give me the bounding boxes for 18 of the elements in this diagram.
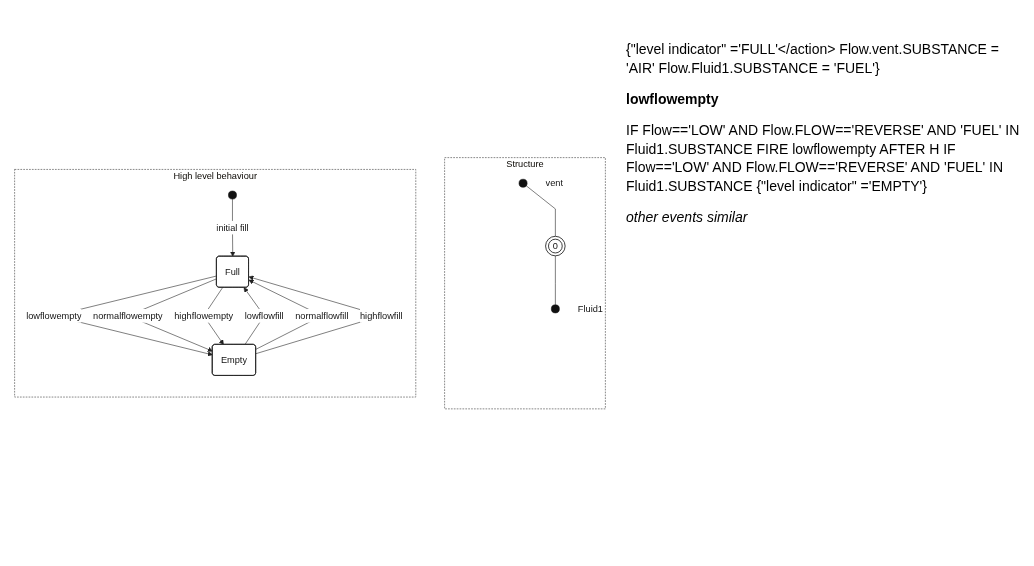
edge-label: normalflowempty: [93, 310, 163, 321]
connector: [525, 185, 556, 237]
node-label: vent: [545, 177, 563, 188]
edge-label: lowflowempty: [26, 310, 82, 321]
edge-label: highflowempty: [174, 310, 234, 321]
node-label: Fluid1: [577, 303, 603, 314]
edge-label: lowflowfill: [244, 310, 284, 321]
note-text: other events similar: [626, 208, 749, 228]
rule-heading: lowflowempty: [626, 89, 720, 109]
edge-label: initial fill: [216, 222, 249, 232]
action-text: IF Flow=='LOW' AND Flow.FLOW=='REVERSE' AND 'FUEL' IN Fluid1.SUBSTANCE FIRE lowflowempty AFTER H IF Flow=='LOW' AND Flow.FLOW=='REVERSE' AND 'FUEL' IN Fluid1.SUBSTANCE {"level indicator" ='EMPTY'}: [626, 120, 1021, 197]
node-circle: [228, 190, 237, 200]
connector: [555, 255, 556, 305]
action-text: {"level indicator" ='FULL'</action> Flow.vent.SUBSTANCE = 'AIR' Flow.Fluid1.SUBSTANCE = 'FUEL'}: [626, 40, 1000, 78]
node-circle: [551, 304, 560, 313]
edge-label: normalflowfill: [295, 310, 349, 321]
node-circle: [518, 178, 528, 188]
edge-label: highflowfill: [359, 310, 403, 321]
